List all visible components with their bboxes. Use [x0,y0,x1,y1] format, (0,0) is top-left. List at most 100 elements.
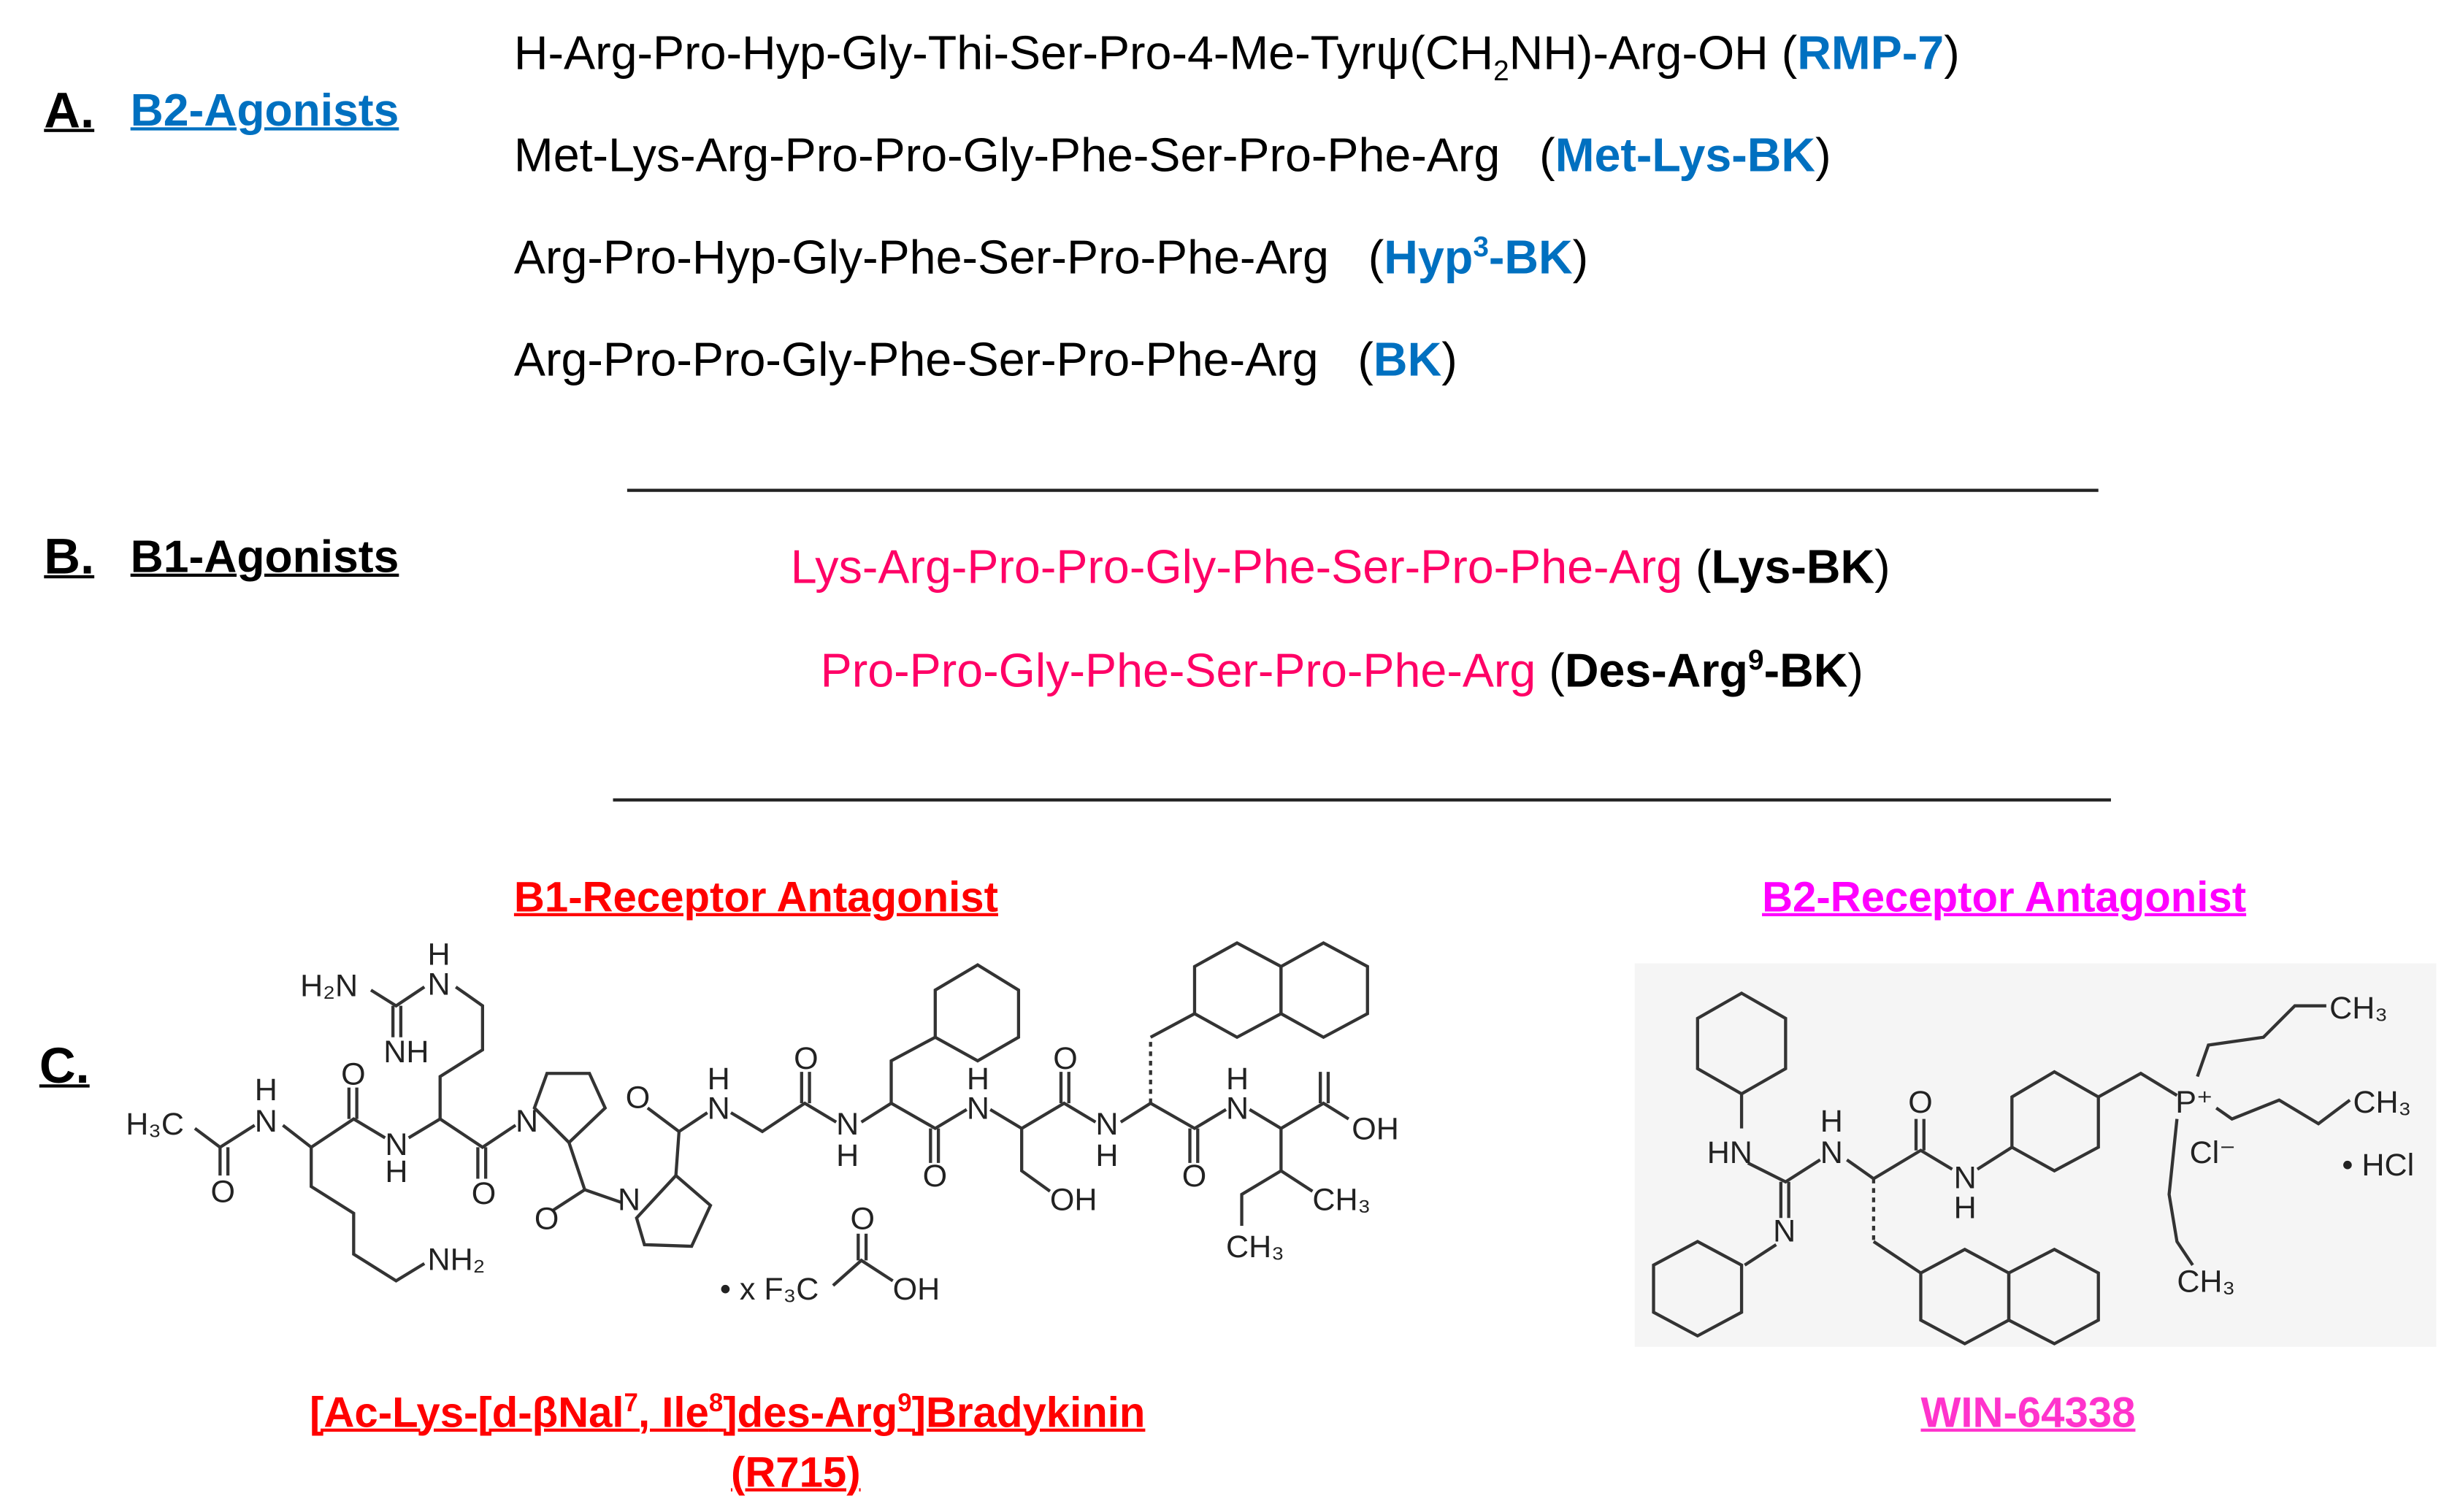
bond [1846,1148,1953,1181]
atom-label: O [535,1201,559,1236]
section-a-title: B2-Agonists [130,86,399,137]
atom-label: H [708,1062,730,1097]
section-b-title: B1-Agonists [130,532,399,583]
benzene-ring [2010,1070,2100,1173]
bond [552,1188,586,1212]
bond [369,986,426,1008]
naphthalene-ring [1192,941,1283,1040]
atom-label: N [1954,1160,1977,1195]
bond [729,1101,838,1134]
bond [1976,1145,2013,1171]
atom-label: P⁺ [2175,1085,2212,1120]
section-c-letter: C. [39,1037,90,1094]
b1-antagonist-caption: [Ac-Lys-[d-βNal7, Ile8]des-Arg9]Bradykin… [310,1389,1146,1437]
atom-label: N [1095,1107,1118,1142]
section-a-letter: A. [44,81,95,139]
atom-label: O [210,1175,234,1210]
bond [2196,1004,2326,1078]
atom-label: • HCl [2342,1148,2414,1183]
agonist-name: BK [1373,334,1442,387]
b1-antagonist-heading: B1-Receptor Antagonist [513,873,998,921]
pyrrolidine-ring [532,1072,608,1145]
atom-label: H [1226,1062,1249,1097]
b1-agonist-des-arg9-bk: Pro-Pro-Gly-Phe-Ser-Pro-Phe-Arg (Des-Arg… [820,644,1863,698]
bond [1744,1243,1777,1267]
atom-label: OH [893,1272,940,1307]
naphthalene-ring [1919,1247,2011,1346]
atom-label: N [516,1104,538,1139]
bond [646,1106,681,1176]
bond [1149,1012,1195,1039]
atom-label: CH₃ [2329,991,2388,1026]
atom-label: H [385,1154,407,1189]
atom-label: N [385,1127,407,1162]
naphthalene-ring [1279,941,1369,1040]
atom-label: O [851,1201,875,1236]
bond [989,1101,1097,1131]
atom-label: O [626,1081,650,1116]
agonist-name: Met-Lys-BK [1555,130,1816,183]
atom-label: Cl⁻ [2190,1135,2236,1170]
atom-label: O [1908,1085,1932,1120]
divider [613,798,2111,802]
b1-antagonist-code: (R715) [730,1448,861,1497]
bond [678,1111,708,1133]
agonist-name: Hyp3-BK [1384,231,1573,285]
atom-label: O [472,1176,496,1211]
bond [889,1035,936,1104]
atom-label: H₃C [126,1107,184,1142]
cyclohexane-ring [1652,1240,1744,1338]
bond [1119,1101,1227,1131]
bond [832,1258,894,1287]
atom-label: OH [1050,1183,1097,1218]
bond [2097,1071,2178,1099]
bond [860,1101,968,1131]
atom-label: N [1773,1214,1796,1249]
b2-structure-background [1634,963,2437,1347]
atom-label: N [428,967,451,1002]
section-b-letter: B. [44,528,95,585]
bond [1249,1101,1350,1131]
atom-label: H [428,937,451,972]
pyrrolidine-ring [635,1173,713,1248]
atom-label: H [836,1138,859,1173]
atom-label: NH [383,1035,429,1070]
b2-agonist-met-lys-bk: Met-Lys-Arg-Pro-Pro-Gly-Phe-Ser-Pro-Phe-… [513,130,1831,183]
atom-label: N [708,1091,730,1127]
divider [627,488,2099,492]
atom-label: O [1053,1041,1077,1076]
agonist-name: Lys-BK [1711,542,1875,594]
bond [310,1147,426,1283]
atom-label: N [967,1091,989,1127]
benzene-ring [933,963,1021,1063]
bond [438,986,485,1119]
bond [407,1117,517,1149]
bond [1747,1158,1821,1184]
atom-label: OH [1352,1112,1399,1147]
atom-label: CH₃ [2353,1085,2411,1120]
bond [282,1117,386,1150]
b1-agonist-lys-bk: Lys-Arg-Pro-Pro-Gly-Phe-Ser-Pro-Phe-Arg … [790,542,1890,594]
atom-label: NH₂ [428,1242,486,1277]
bond [194,1124,256,1150]
atom-label: O [923,1159,947,1194]
atom-label: CH₃ [2177,1264,2235,1299]
atom-label: H₂N [300,969,358,1004]
b2-antagonist-caption: WIN-64338 [1920,1389,2136,1437]
b2-agonist-hyp3-bk: Arg-Pro-Hyp-Gly-Phe-Ser-Pro-Phe-Arg (Hyp… [513,231,1589,285]
atom-label: CH₃ [1312,1183,1371,1218]
atom-label: N [1820,1135,1843,1170]
b2-agonist-rmp7: H-Arg-Pro-Hyp-Gly-Thi-Ser-Pro-4-Me-Tyrψ(… [513,28,1960,87]
atom-label: H [255,1072,277,1108]
bond [1020,1128,1051,1193]
b2-agonist-bk: Arg-Pro-Pro-Gly-Phe-Ser-Pro-Phe-Arg (BK) [513,334,1457,387]
atom-label: O [341,1056,365,1091]
agonist-name: Des-Arg9-BK [1564,644,1848,698]
atom-label: H [1820,1104,1843,1139]
atom-label: HN [1707,1135,1752,1170]
win-64338-structure: HN N H N O N H P⁺ Cl⁻ CH₃ CH₃ CH₃ • HCl [1652,991,2414,1346]
cyclohexane-ring [1696,991,1788,1096]
atom-label: H [1954,1190,1977,1225]
